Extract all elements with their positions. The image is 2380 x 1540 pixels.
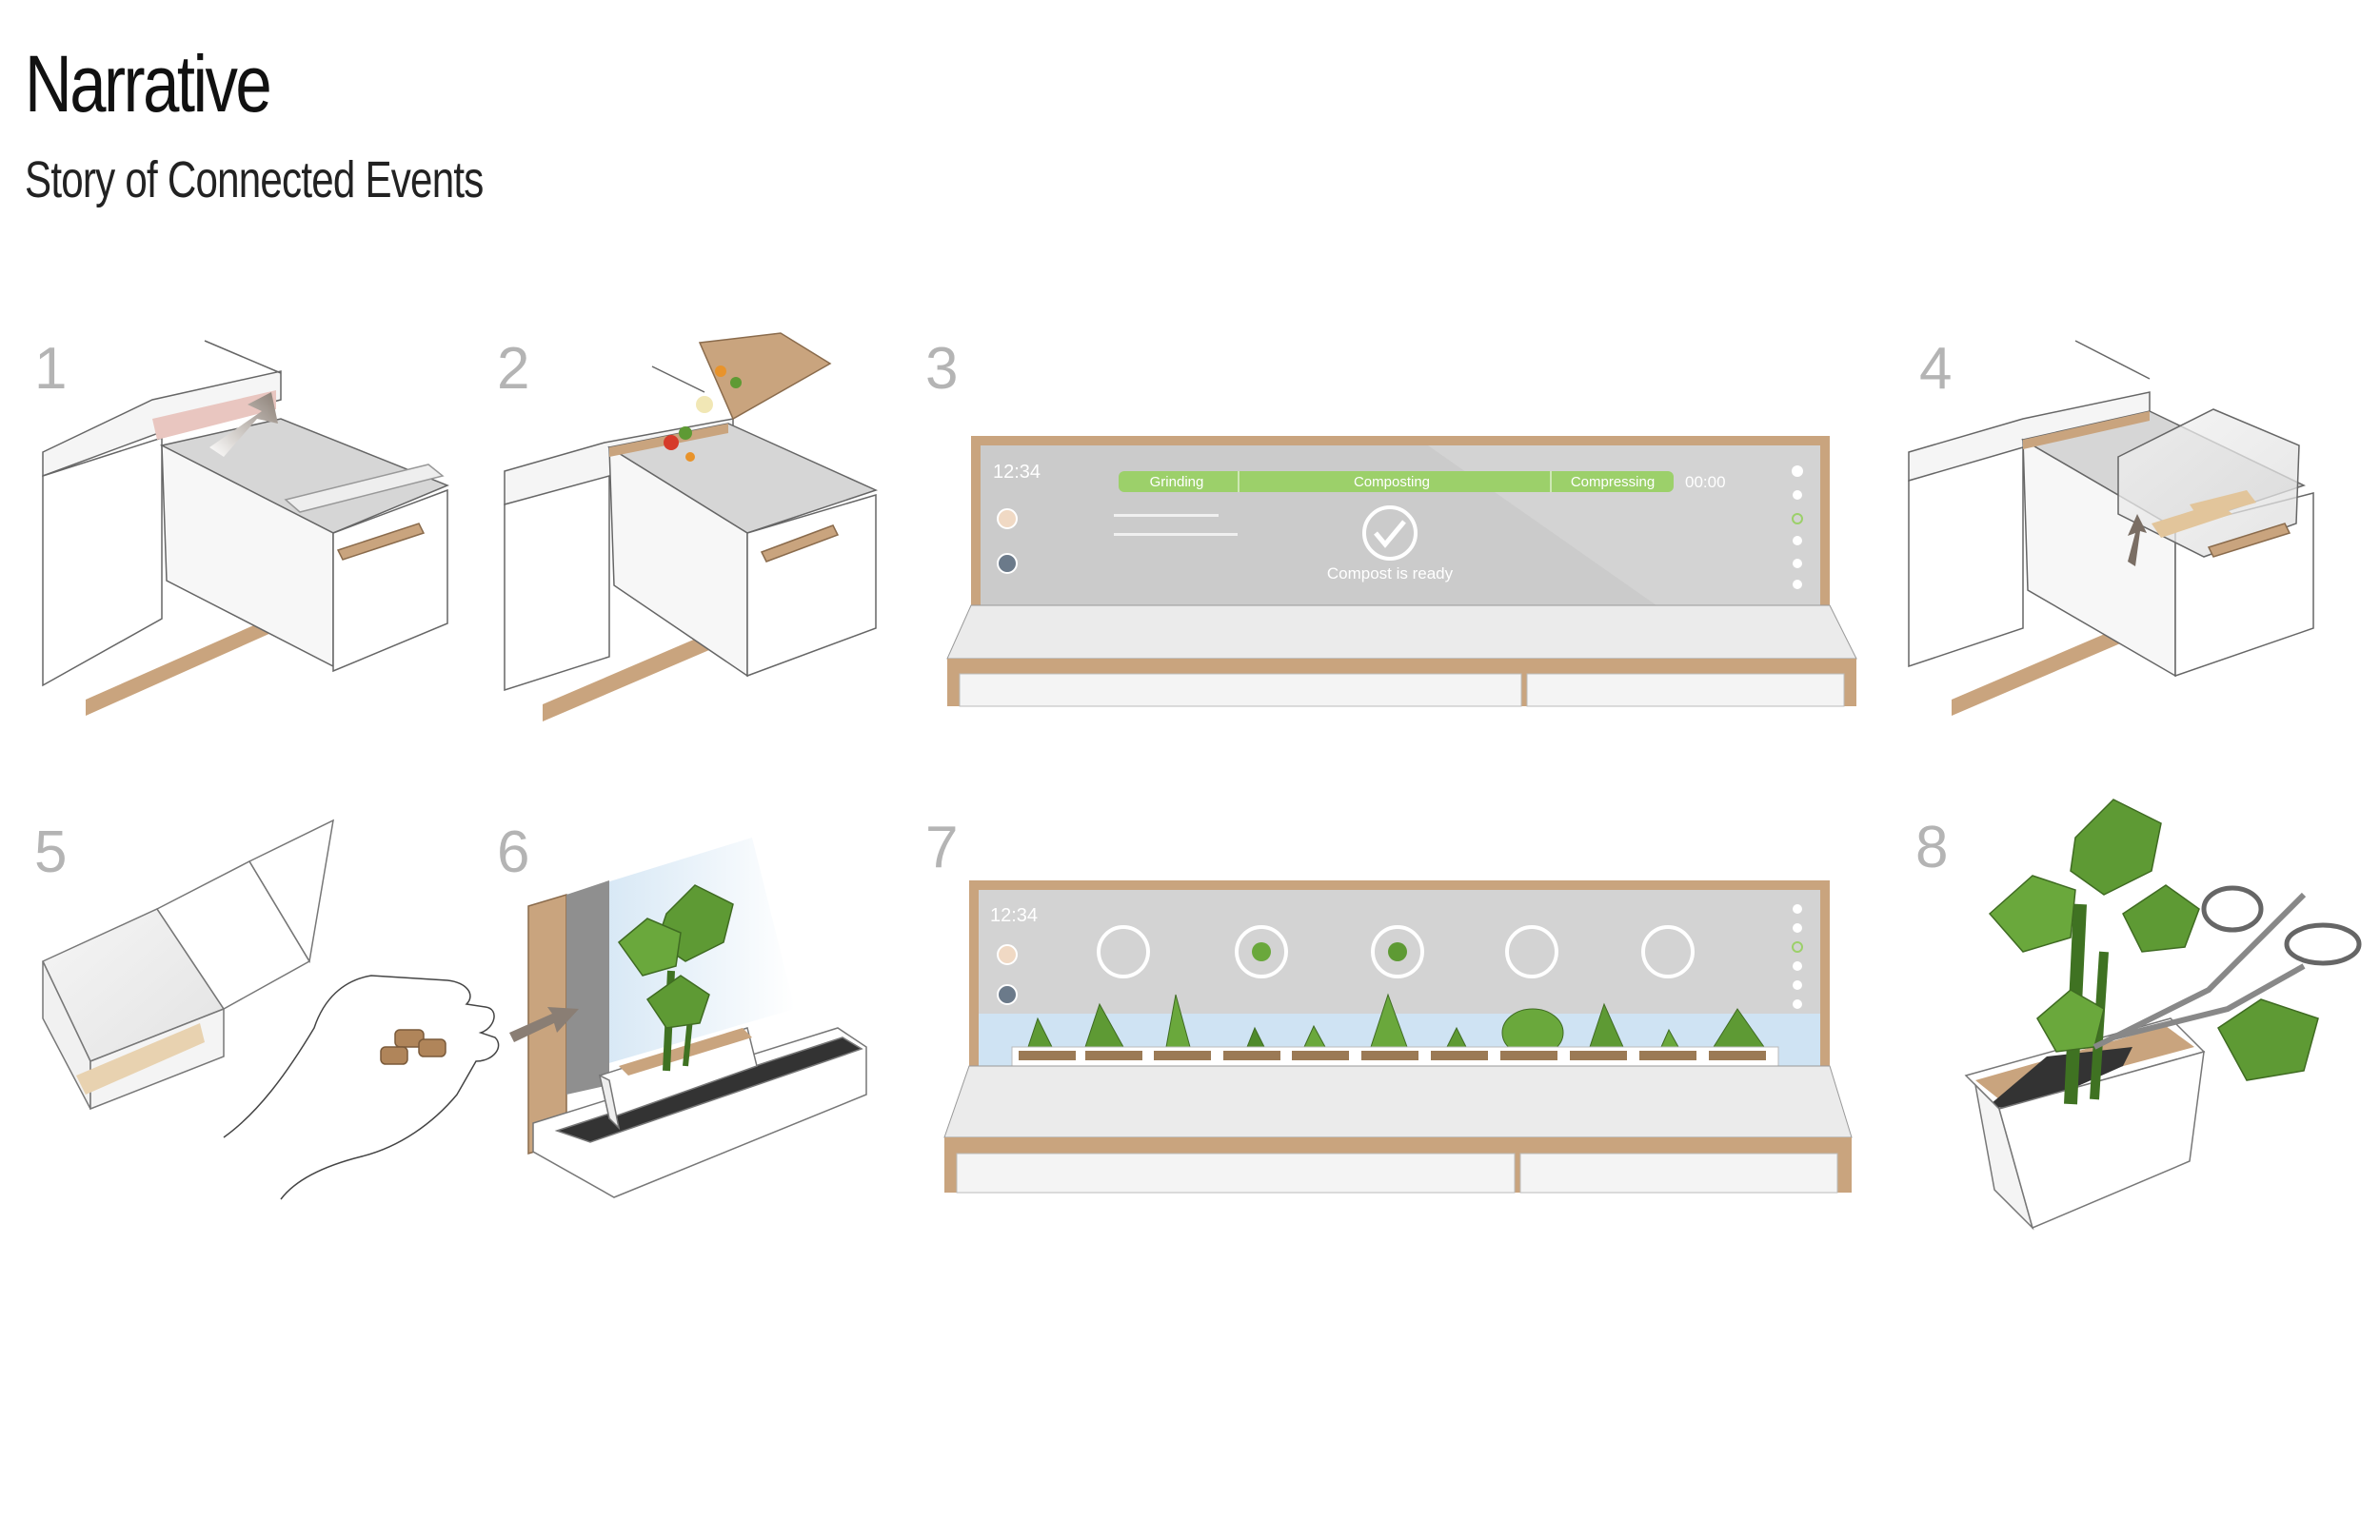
page-subtitle: Story of Connected Events	[25, 151, 484, 208]
screen3-stage-composting: Composting	[1354, 474, 1430, 490]
step1-drawer	[42, 340, 449, 716]
step-number-7: 7	[925, 815, 959, 880]
step4-drawer-container	[1908, 340, 2314, 716]
screen3-stage-grinding: Grinding	[1150, 474, 1204, 490]
screen3-status: Compost is ready	[1327, 564, 1454, 582]
step5-box-hand	[41, 819, 500, 1200]
step-number-6: 6	[497, 819, 530, 885]
page-title: Narrative	[25, 39, 272, 128]
step8-plant-scissors	[1964, 799, 2362, 1231]
step7-counter-herbs	[943, 880, 1853, 1194]
step2-drawer-board	[504, 332, 879, 721]
step-number-4: 4	[1919, 336, 1953, 402]
step-number-3: 3	[925, 336, 959, 402]
screen3-clock: 12:34	[993, 462, 1041, 483]
step-number-8: 8	[1915, 815, 1949, 880]
screen3-stage-compressing: Compressing	[1571, 474, 1655, 490]
step-number-1: 1	[34, 336, 68, 402]
screen7-clock: 12:34	[990, 905, 1038, 926]
step-number-2: 2	[497, 336, 530, 402]
step3-counter-display	[946, 436, 1857, 707]
step-number-5: 5	[34, 819, 68, 885]
screen3-timer: 00:00	[1685, 473, 1726, 491]
step6-wall-planter	[509, 838, 867, 1198]
